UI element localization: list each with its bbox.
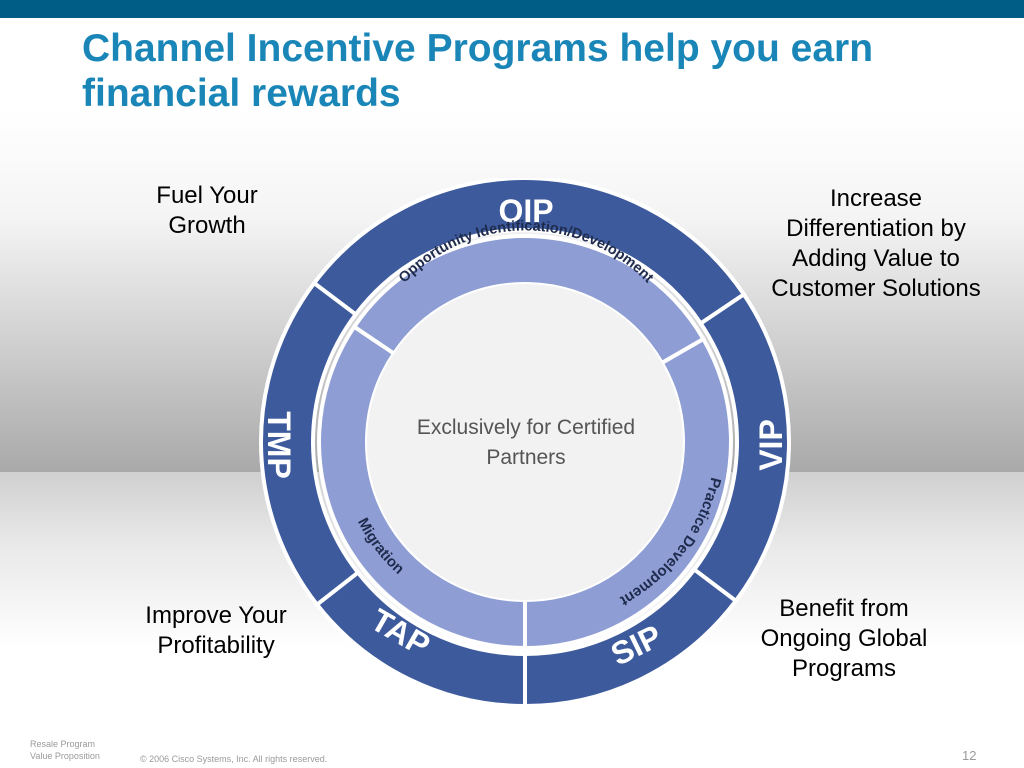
callout-benefit-programs: Benefit from Ongoing Global Programs: [760, 595, 928, 682]
outer-ring: [259, 178, 791, 708]
page-number: 12: [962, 748, 977, 763]
callout-fuel-growth: Fuel Your Growth: [156, 182, 258, 239]
header-bar: [0, 0, 1024, 18]
segment-label-tmp: TMP: [261, 411, 297, 479]
center-circle: [367, 284, 683, 600]
slide-title: Channel Incentive Programs help you earn…: [82, 27, 874, 115]
segment-label-vip: VIP: [753, 419, 789, 471]
callout-increase-differentiation: Increase Differentiation by Adding Value…: [771, 185, 981, 302]
callout-improve-profitability: Improve Your Profitability: [145, 602, 287, 659]
footer-section-label: Resale Program Value Proposition: [30, 739, 100, 761]
footer-copyright: © 2006 Cisco Systems, Inc. All rights re…: [140, 754, 328, 764]
segment-label-oip: OIP: [498, 193, 553, 229]
outer-segment-tmp: [259, 280, 361, 608]
incentive-programs-diagram: OIP VIP SIP TAP TMP Opportunity Identifi…: [259, 178, 791, 708]
center-text-line-1: Exclusively for Certified: [417, 416, 635, 439]
center-text-line-2: Partners: [486, 446, 565, 469]
